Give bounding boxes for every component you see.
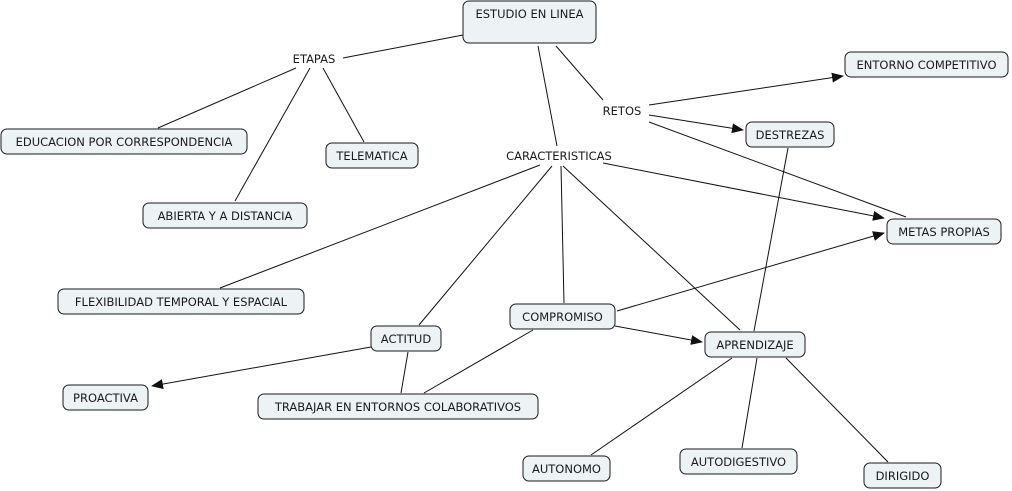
node-label: ABIERTA Y A DISTANCIA xyxy=(158,209,293,223)
connector-etapas-to-telematica-line xyxy=(322,67,365,143)
node-dirigido[interactable]: DIRIGIDO xyxy=(863,462,942,489)
node-label: ESTUDIO EN LINEA xyxy=(475,7,583,21)
node-label: RETOS xyxy=(603,104,642,118)
node-label: PROACTIVA xyxy=(73,391,138,405)
node-caracteristicas[interactable]: CARACTERISTICAS xyxy=(506,149,612,163)
connector-caracteristicas-to-compromiso-line xyxy=(560,165,565,304)
node-proactiva[interactable]: PROACTIVA xyxy=(62,384,149,411)
node-autonomo[interactable]: AUTONOMO xyxy=(522,455,611,482)
connector-compromiso-to-metas-arrow xyxy=(616,231,885,312)
connector-caracteristicas-to-flexibilidad-line xyxy=(219,164,541,289)
connector-actitud-to-trabajar-line xyxy=(400,351,409,394)
node-metas-propias[interactable]: METAS PROPIAS xyxy=(886,218,1002,245)
connector-retos-to-metas-line xyxy=(648,121,907,218)
connector-compromiso-to-aprendizaje-arrow xyxy=(614,325,703,345)
node-label: DESTREZAS xyxy=(756,128,825,142)
node-label: ENTORNO COMPETITIVO xyxy=(857,58,997,72)
node-estudio-en-linea[interactable]: ESTUDIO EN LINEA xyxy=(462,0,597,44)
connector-caracteristicas-to-actitud-line xyxy=(418,165,553,326)
connector-estudio-to-retos-line xyxy=(555,45,604,101)
node-label: TRABAJAR EN ENTORNOS COLABORATIVOS xyxy=(274,400,521,414)
connector-aprendizaje-to-autodigestivo-line xyxy=(741,357,758,449)
node-label: ACTITUD xyxy=(381,332,432,346)
node-destrezas[interactable]: DESTREZAS xyxy=(745,121,835,148)
connector-destrezas-to-aprendizaje-line xyxy=(753,147,789,332)
connection-lines xyxy=(151,34,907,463)
node-retos[interactable]: RETOS xyxy=(603,104,642,118)
connector-compromiso-to-trabajar-line xyxy=(423,329,534,394)
node-label: EDUCACION POR CORRESPONDENCIA xyxy=(16,135,233,149)
node-etapas[interactable]: ETAPAS xyxy=(293,52,336,66)
node-compromiso[interactable]: COMPROMISO xyxy=(509,303,616,330)
node-entorno-competitivo[interactable]: ENTORNO COMPETITIVO xyxy=(844,51,1009,78)
node-trabajar-en-entornos-colaborativos[interactable]: TRABAJAR EN ENTORNOS COLABORATIVOS xyxy=(257,393,539,420)
node-actitud[interactable]: ACTITUD xyxy=(370,325,442,352)
connector-aprendizaje-to-dirigido-line xyxy=(785,357,889,463)
connector-caracteristicas-to-metas-arrow xyxy=(602,162,885,221)
node-label: AUTONOMO xyxy=(532,462,601,476)
connector-etapas-to-abierta-line xyxy=(234,67,311,202)
node-label: TELEMATICA xyxy=(335,149,407,163)
node-autodigestivo[interactable]: AUTODIGESTIVO xyxy=(679,448,798,475)
node-label: ETAPAS xyxy=(293,52,336,66)
node-flexibilidad-temporal-y-espacial[interactable]: FLEXIBILIDAD TEMPORAL Y ESPACIAL xyxy=(57,288,305,315)
node-label: DIRIGIDO xyxy=(876,469,930,483)
connector-retos-to-destrezas-arrow xyxy=(648,114,744,134)
connector-etapas-to-educacion-line xyxy=(157,67,297,129)
connector-estudio-to-etapas-line xyxy=(342,34,464,59)
connector-estudio-to-caracteristicas-line xyxy=(537,45,558,147)
node-label: COMPROMISO xyxy=(522,310,603,324)
node-telematica[interactable]: TELEMATICA xyxy=(325,142,419,169)
connector-retos-to-entorno-arrow xyxy=(648,72,844,106)
node-label: FLEXIBILIDAD TEMPORAL Y ESPACIAL xyxy=(75,295,288,309)
node-label: AUTODIGESTIVO xyxy=(691,455,786,469)
node-label: APRENDIZAJE xyxy=(716,338,793,352)
node-educacion-por-correspondencia[interactable]: EDUCACION POR CORRESPONDENCIA xyxy=(0,128,248,155)
node-aprendizaje[interactable]: APRENDIZAJE xyxy=(704,331,806,358)
node-abierta-y-a-distancia[interactable]: ABIERTA Y A DISTANCIA xyxy=(142,202,308,229)
connector-caracteristicas-to-aprendizaje-line xyxy=(562,165,741,331)
connector-actitud-to-proactiva-arrow xyxy=(151,346,372,389)
node-label: CARACTERISTICAS xyxy=(506,149,612,163)
connector-aprendizaje-to-autonomo-line xyxy=(590,357,733,456)
node-label: METAS PROPIAS xyxy=(898,225,990,239)
